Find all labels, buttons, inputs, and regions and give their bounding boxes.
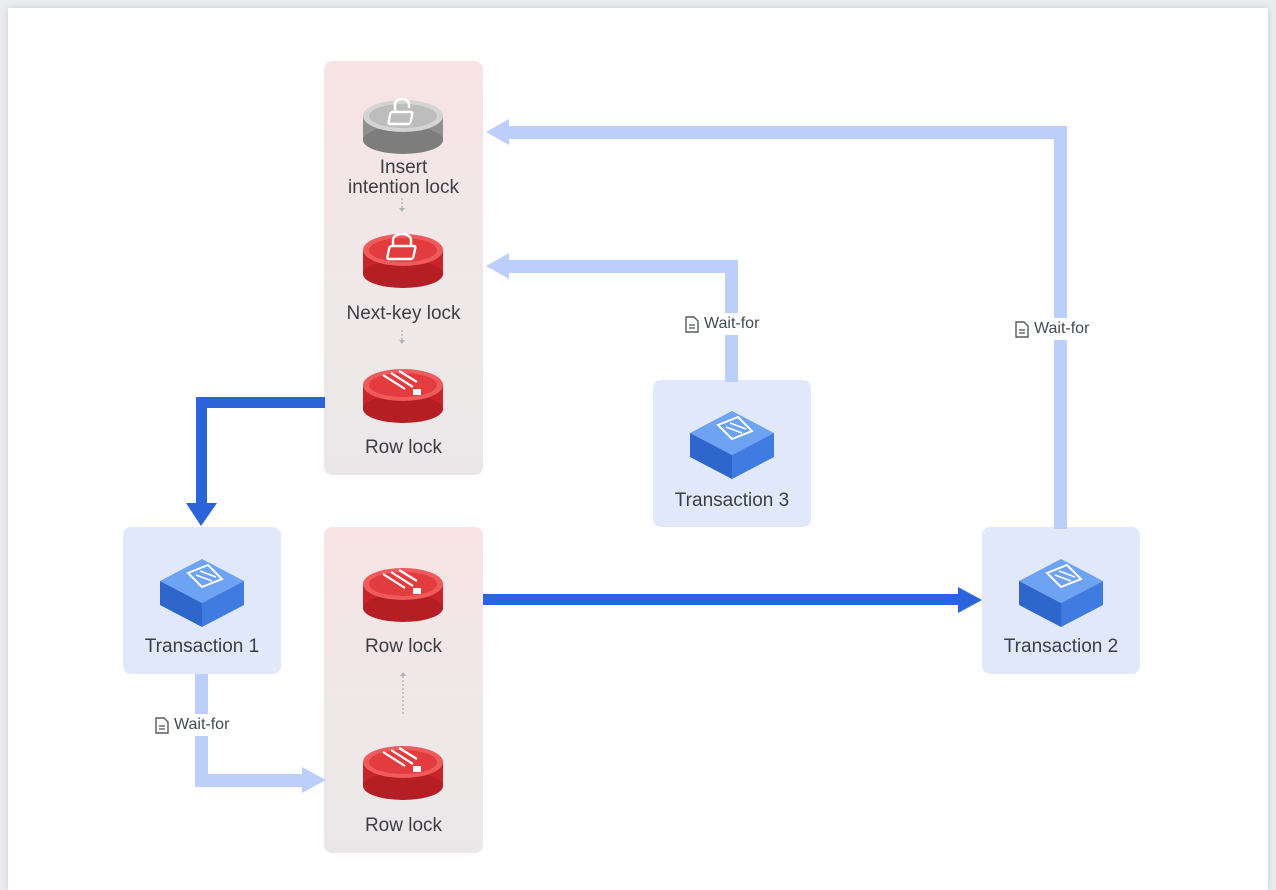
transaction-cube-icon (1019, 559, 1103, 627)
transaction-1-label: Transaction 1 (144, 636, 260, 657)
wait-for-text: Wait-for (1034, 320, 1090, 337)
wait-for-label-t3: Wait-for (682, 313, 763, 335)
row-lock-label: Row lock (364, 437, 443, 458)
next-key-lock-label: Next-key lock (346, 303, 461, 324)
document-icon (685, 315, 699, 333)
wait-for-edge-t2 (486, 119, 1067, 529)
document-icon (155, 716, 169, 734)
insert-intention-lock-label: Insert intention lock (348, 157, 459, 198)
wait-for-label-t1: Wait-for (152, 714, 233, 736)
row-lock-icon (363, 568, 443, 622)
document-icon (1015, 320, 1029, 338)
wait-for-text: Wait-for (174, 716, 230, 733)
row-lock-icon (363, 369, 443, 423)
holds-edge-row-lock-to-t1 (186, 397, 325, 526)
wait-for-text: Wait-for (704, 315, 760, 332)
lock-sequence-dots (399, 198, 406, 714)
holds-edge-row-lock-to-t2 (483, 587, 982, 613)
transaction-cube-icon (160, 559, 244, 627)
open-padlock-icon (363, 97, 443, 154)
padlock-icon (363, 232, 443, 288)
diagram-arrows (160, 97, 1103, 800)
transaction-2-label: Transaction 2 (1003, 636, 1119, 657)
row-lock-label: Row lock (364, 636, 443, 657)
transaction-cube-icon (690, 411, 774, 479)
wait-for-label-t2: Wait-for (1012, 318, 1093, 340)
row-lock-label: Row lock (364, 815, 443, 836)
row-lock-icon (363, 746, 443, 800)
diagram-card: Insert intention lock Next-key lock Row … (8, 8, 1268, 890)
transaction-3-label: Transaction 3 (674, 490, 790, 511)
